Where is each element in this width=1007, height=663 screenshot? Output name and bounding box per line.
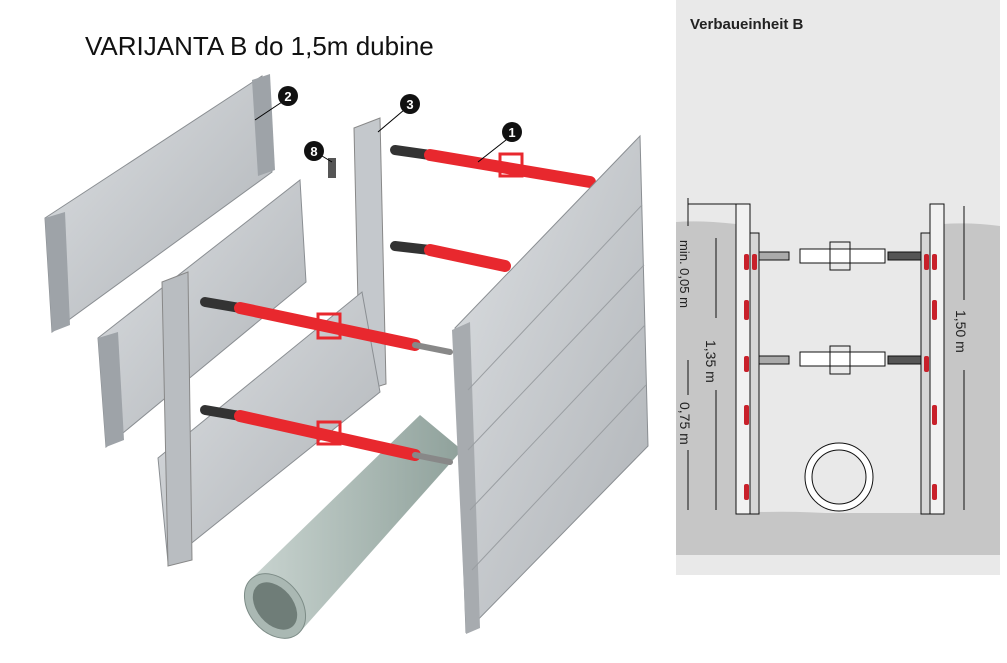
panel-front-right xyxy=(452,134,649,634)
dim-upper: 1,35 m xyxy=(703,340,719,383)
panel-back-left xyxy=(44,74,275,333)
dim-total: 1,50 m xyxy=(953,310,969,353)
section-title: Verbaueinheit B xyxy=(690,16,804,33)
struts xyxy=(200,145,596,465)
section-drawing: Verbaueinheit B xyxy=(676,0,1000,575)
callout-3: 3 xyxy=(377,94,420,133)
callout-1: 1 xyxy=(477,122,522,163)
pipe xyxy=(243,415,462,639)
dim-lower: 0,75 m xyxy=(677,402,693,445)
svg-text:8: 8 xyxy=(310,144,317,159)
callout-2: 2 xyxy=(254,86,298,121)
svg-text:3: 3 xyxy=(406,97,413,112)
clip-part xyxy=(328,158,336,178)
svg-text:1: 1 xyxy=(508,125,515,140)
panel-middle-left xyxy=(97,179,307,449)
svg-text:2: 2 xyxy=(284,89,291,104)
title: VARIJANTA B do 1,5m dubine xyxy=(85,31,434,61)
callout-8: 8 xyxy=(304,141,333,163)
dim-min-depth: min. 0,05 m xyxy=(677,240,692,308)
